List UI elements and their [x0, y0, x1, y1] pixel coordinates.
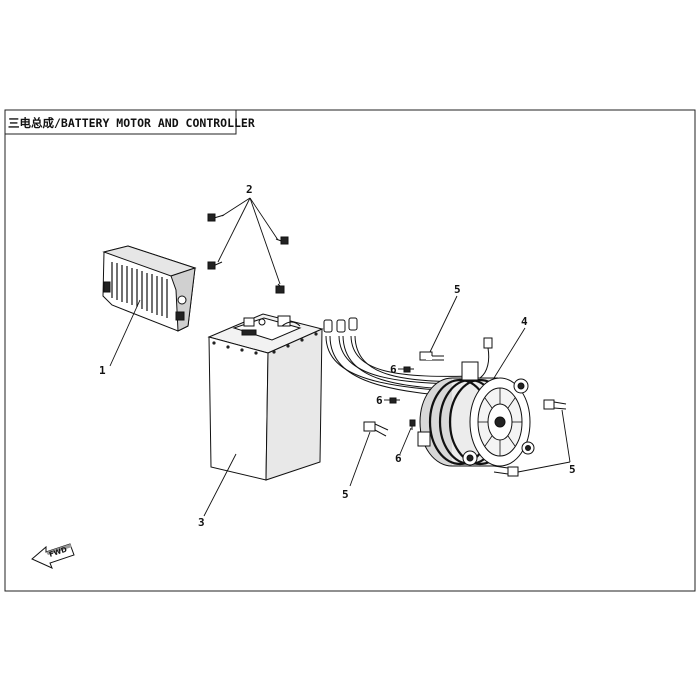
callout-6-mid: 6 — [376, 394, 383, 407]
callout-5-left: 5 — [342, 488, 349, 501]
controller-icon — [102, 245, 197, 332]
callout-5-right: 5 — [569, 463, 576, 476]
callout-4: 4 — [521, 315, 528, 328]
motor-icon — [417, 337, 535, 467]
diagram-title: 三电总成/BATTERY MOTOR AND CONTROLLER — [8, 116, 255, 130]
fwd-arrow-icon: FWD — [31, 543, 75, 569]
battery-icon — [207, 313, 324, 481]
callout-5-top: 5 — [454, 283, 461, 296]
title-box: 三电总成/BATTERY MOTOR AND CONTROLLER — [4, 109, 255, 135]
callout-3: 3 — [198, 516, 205, 529]
callout-6-top: 6 — [390, 363, 397, 376]
bolt-icon — [389, 366, 416, 430]
bolt-icon — [207, 213, 289, 294]
diagram-frame — [4, 109, 696, 592]
callout-2: 2 — [246, 183, 253, 196]
cable-terminals — [323, 317, 358, 333]
callout-1: 1 — [99, 364, 106, 377]
bolt-icon — [363, 351, 567, 477]
callout-6-low: 6 — [395, 452, 402, 465]
